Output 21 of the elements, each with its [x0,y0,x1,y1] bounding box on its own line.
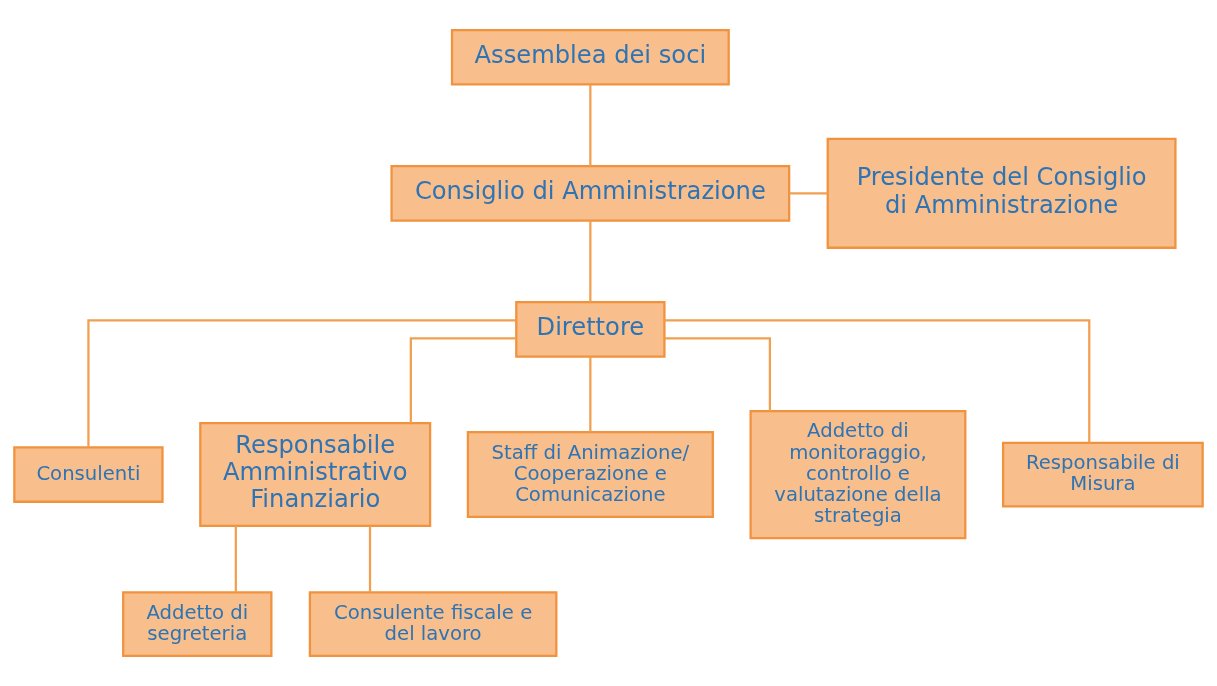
node-box: Staff di Animazione/ Cooperazione e Comunicazione [466,431,714,518]
node-box: Direttore [515,301,666,358]
node-box: Consiglio di Amministrazione [390,164,791,222]
node-box: Addetto di monitoraggio, controllo e valutazione della strategia [749,409,967,540]
connector [789,192,828,195]
connector [589,220,592,302]
connector [368,526,372,593]
node-box: Consulente fiscale e del lavoro [308,591,558,658]
node-box: Assemblea dei soci [450,28,730,86]
connector [87,319,516,447]
connector [589,84,592,166]
connector [234,526,237,593]
connector [664,319,1091,443]
connector [664,337,772,411]
node-box: Consulenti [13,446,164,503]
node-box: Responsabile di Misura [1001,441,1204,508]
node-box: Responsabile Amministrativo Finanziario [199,422,432,528]
node-box: Addetto di segreteria [122,591,273,658]
connector [589,356,592,432]
node-box: Presidente del Consiglio di Amministrazione [826,137,1177,249]
connector [409,337,516,424]
